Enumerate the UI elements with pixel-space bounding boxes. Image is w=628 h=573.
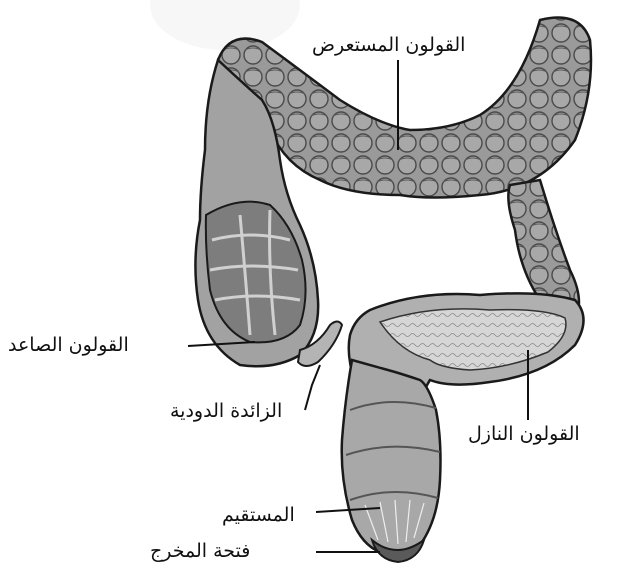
label-descending-colon: القولون النازل	[468, 425, 580, 444]
label-anus: فتحة المخرج	[150, 542, 250, 561]
leader-line-appendix	[305, 365, 320, 410]
rectum-shape	[342, 360, 441, 553]
label-ascending-colon: القولون الصاعد	[8, 336, 129, 355]
label-rectum: المستقيم	[222, 506, 295, 525]
label-transverse-colon: القولون المستعرض	[312, 36, 465, 55]
label-appendix: الزائدة الدودية	[170, 402, 282, 421]
